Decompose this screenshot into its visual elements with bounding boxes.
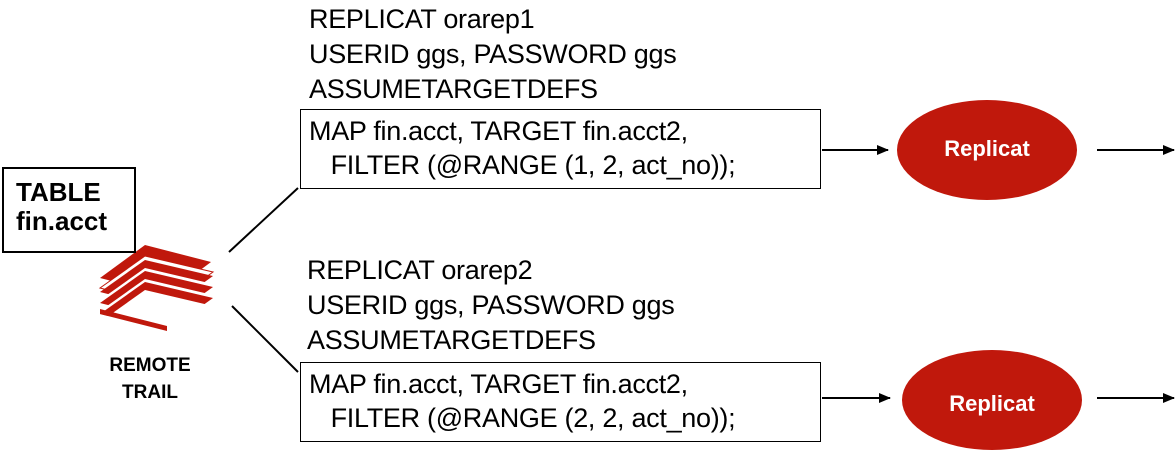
replicat2-filter-line: FILTER (@RANGE (2, 2, act_no)); [309,403,736,433]
replicat2-name-line: REPLICAT orarep2 [307,255,533,285]
replicat2-map-box: MAP fin.acct, TARGET fin.acct2, FILTER (… [300,362,821,442]
replicat-process-1 [897,100,1077,200]
trail-label-line2: TRAIL [122,382,178,403]
replicat1-userid-line: USERID ggs, PASSWORD ggs [309,39,677,69]
replicat1-name-line: REPLICAT orarep1 [309,4,535,34]
table-title: TABLE [16,177,101,207]
source-table-label: TABLE fin.acct [4,169,134,236]
replicat2-assume-line: ASSUMETARGETDEFS [307,325,596,355]
replicat2-userid-line: USERID ggs, PASSWORD ggs [307,290,675,320]
replicat2-params: REPLICAT orarep2 USERID ggs, PASSWORD gg… [307,253,675,358]
replicat2-map-line: MAP fin.acct, TARGET fin.acct2, [309,369,688,399]
replicat1-map-box: MAP fin.acct, TARGET fin.acct2, FILTER (… [300,109,821,189]
trail-label-line1: REMOTE [109,355,191,376]
replicat1-assume-line: ASSUMETARGETDEFS [309,74,598,104]
replicat2-process-label: Replicat [949,391,1035,416]
replicat-process-2 [902,350,1082,450]
trail-to-replicat2-line [231,305,299,373]
table-name: fin.acct [16,206,108,236]
replicat1-params: REPLICAT orarep1 USERID ggs, PASSWORD gg… [309,2,677,107]
trail-to-replicat1-line [228,187,299,253]
replicat1-filter-line: FILTER (@RANGE (1, 2, act_no)); [309,150,736,180]
replicat1-process-label: Replicat [944,136,1030,161]
source-table-box: TABLE fin.acct [2,167,136,253]
remote-trail-icon [98,245,215,339]
replicat1-map-line: MAP fin.acct, TARGET fin.acct2, [309,116,688,146]
remote-trail-label: REMOTE TRAIL [80,352,220,406]
